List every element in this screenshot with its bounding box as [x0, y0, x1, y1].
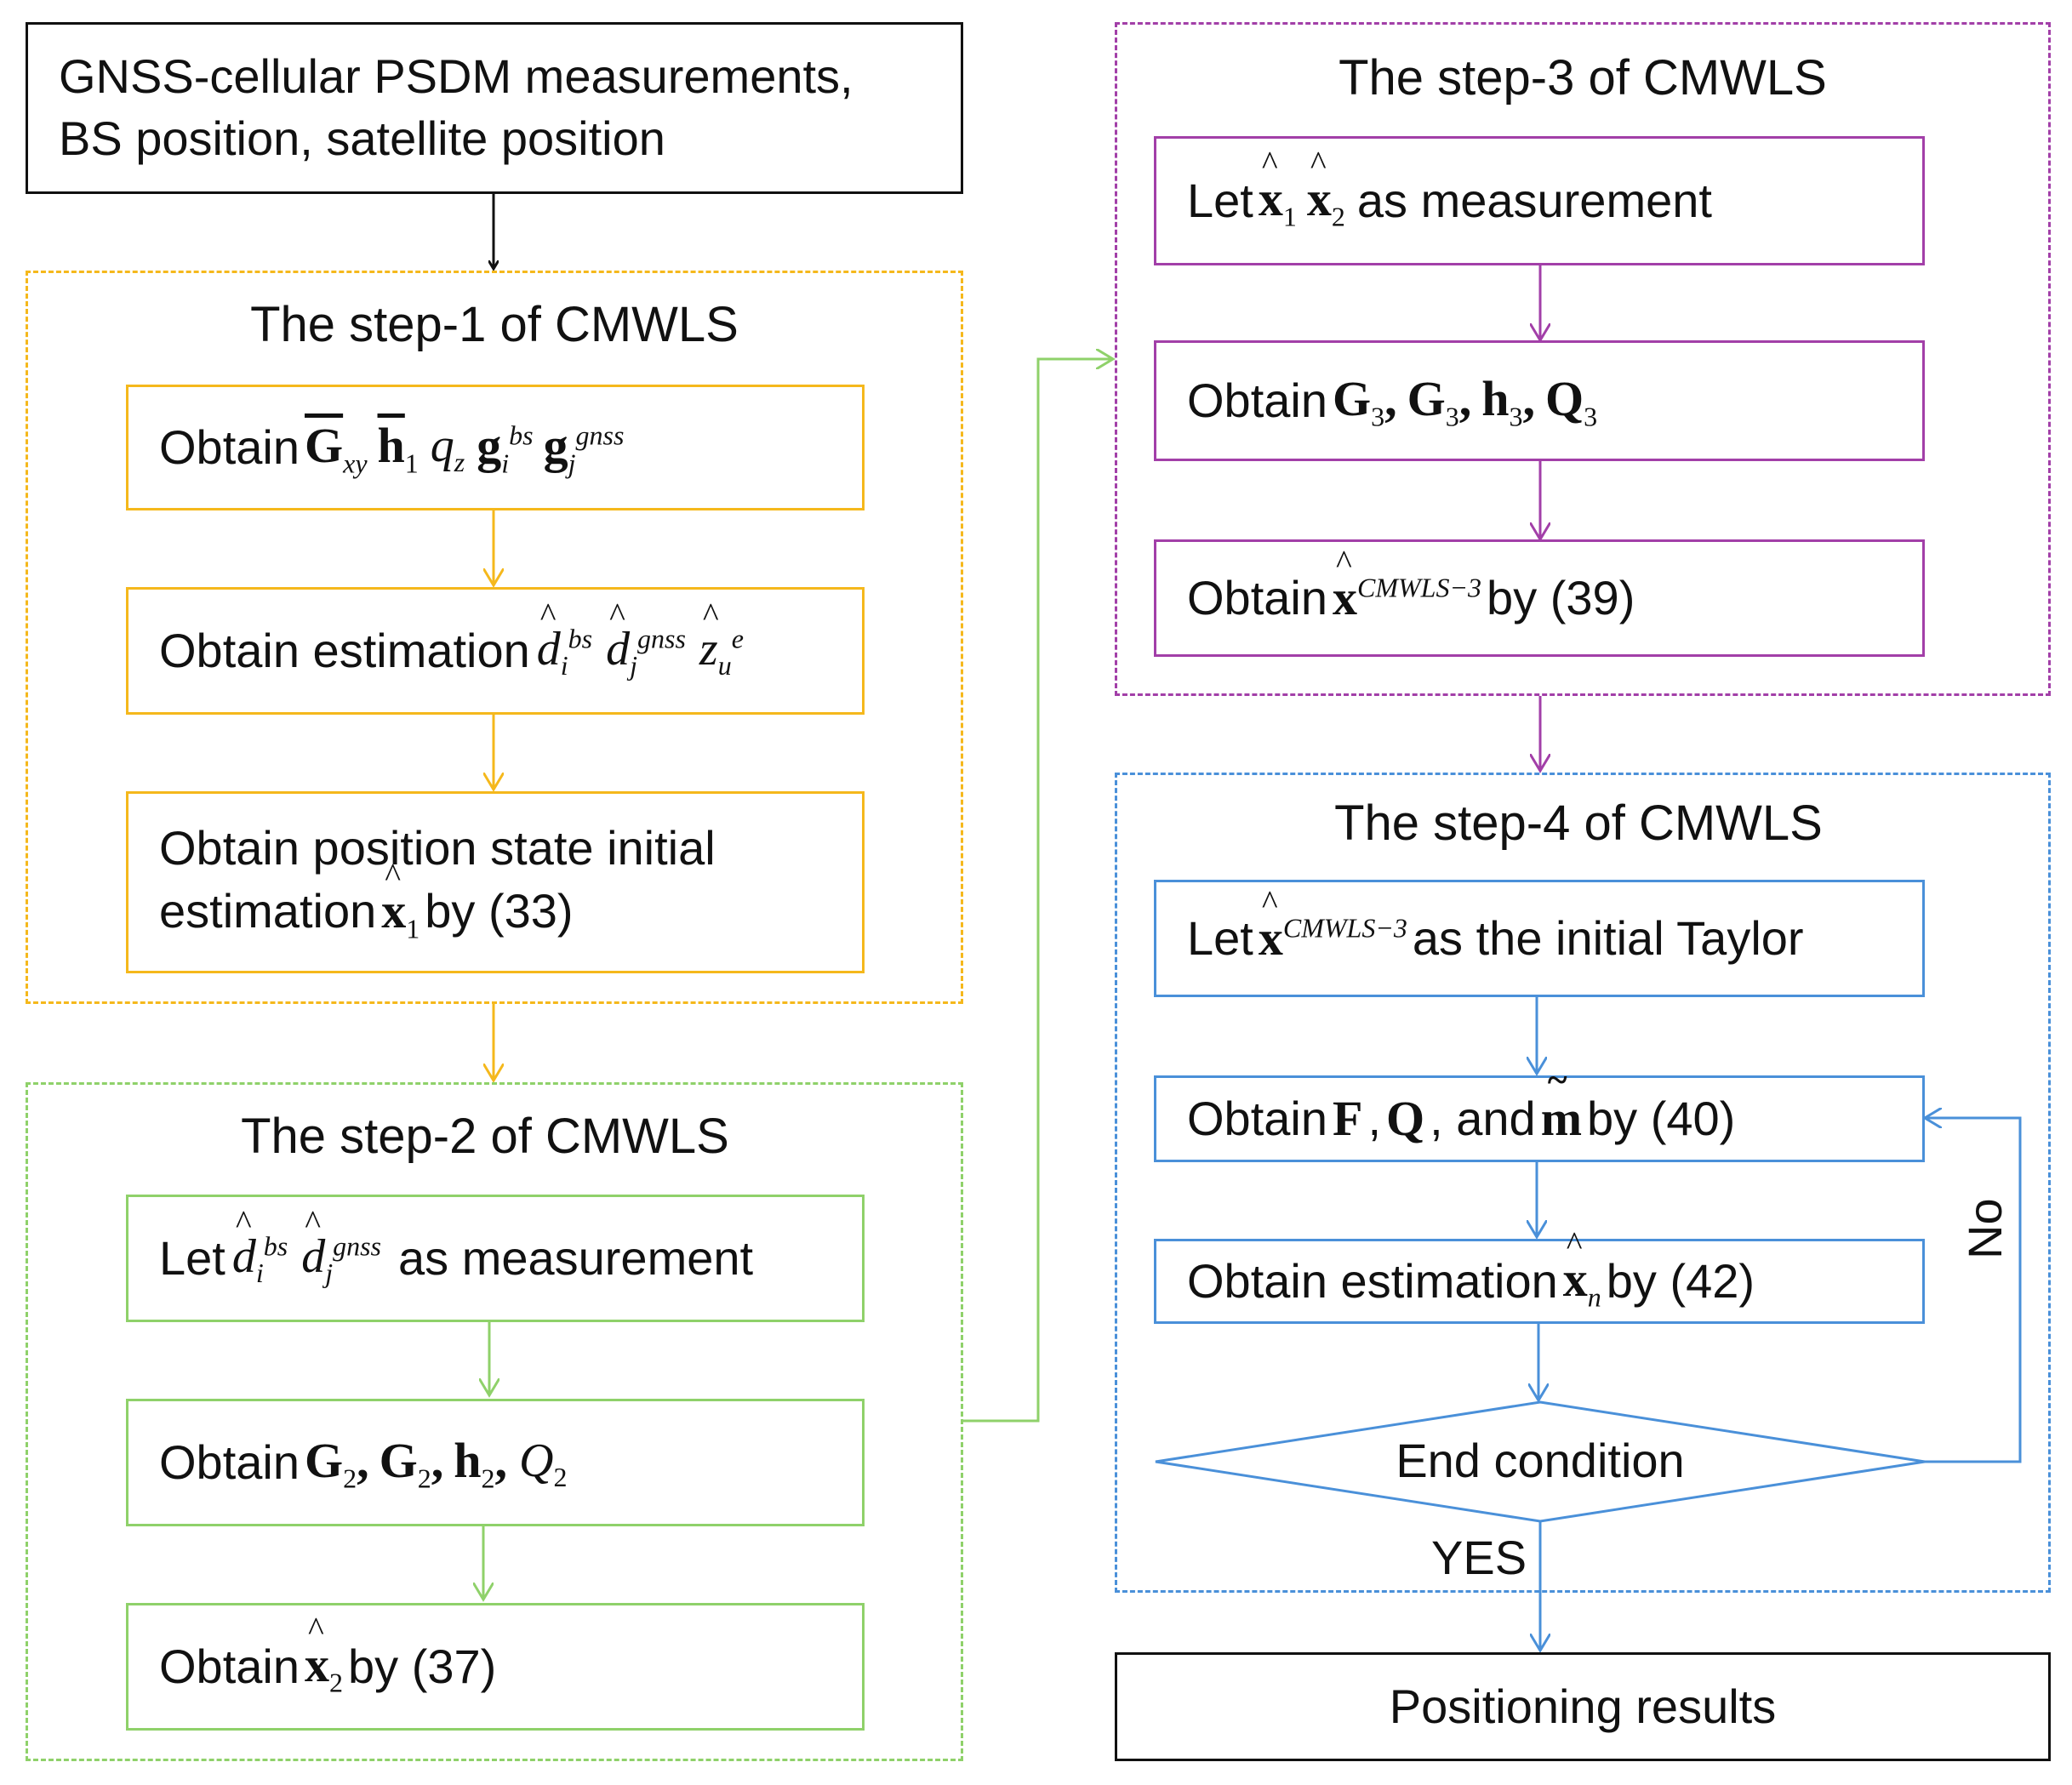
step1-box-3-line1: Obtain position state initial	[159, 820, 716, 875]
step1-box-1-label: Obtain	[159, 419, 300, 474]
step2-box-3: Obtain x2 by (37)	[126, 1603, 865, 1731]
input-line-1: GNSS-cellular PSDM measurements,	[59, 49, 853, 104]
step1-box-2-label: Obtain estimation	[159, 623, 530, 677]
step2-box-3-prefix: Obtain	[159, 1639, 300, 1693]
no-label: No	[1958, 1198, 2012, 1259]
g-bs-symbol: gibs	[477, 417, 534, 479]
step4-box-2: Obtain F, Q, and m by (40)	[1154, 1056, 1925, 1162]
step4-box-3-suffix: by (42)	[1606, 1253, 1755, 1308]
g3-symbol: G3,	[1333, 370, 1397, 432]
step4-box-2-mid1: ,	[1367, 1091, 1381, 1145]
step4-title: The step-4 of CMWLS	[1334, 796, 1823, 851]
d-bs-hat-symbol: dibs	[537, 593, 592, 684]
h1-symbol: h1	[377, 417, 419, 479]
qz-symbol: qz	[430, 419, 465, 477]
f-symbol: F	[1333, 1091, 1363, 1147]
step4-group	[1115, 773, 2051, 1593]
d-gnss-hat-symbol: djgnss	[606, 593, 686, 684]
g3-tilde-symbol: G3,	[1407, 370, 1472, 432]
g-xy-symbol: Gxy	[305, 417, 368, 479]
decision-label: End condition	[1396, 1434, 1685, 1487]
step1-box-3-line2-suffix: by (33)	[425, 884, 574, 938]
x2-hat-symbol: x2	[305, 1607, 343, 1701]
h3-symbol: h3,	[1481, 370, 1536, 432]
step3-box-1: Let x1 x2 as measurement	[1154, 136, 1925, 265]
xn-hat-symbol: xn	[1563, 1222, 1601, 1315]
h2-symbol: h2,	[454, 1432, 508, 1494]
input-line-2: BS position, satellite position	[59, 111, 665, 165]
q2-symbol: Q2	[519, 1434, 568, 1492]
step4-box-2-suffix: by (40)	[1587, 1091, 1736, 1145]
step2-box-2-prefix: Obtain	[159, 1434, 300, 1489]
yes-label: YES	[1431, 1531, 1527, 1584]
step3-box-1-suffix: as measurement	[1356, 173, 1712, 227]
step4-box-3-prefix: Obtain estimation	[1187, 1253, 1558, 1308]
step3-title: The step-3 of CMWLS	[1339, 50, 1827, 106]
arrow-no-loop	[1925, 1118, 2022, 1463]
step1-group	[26, 271, 963, 1004]
step4-box-1-suffix: as the initial Taylor	[1412, 910, 1804, 965]
input-box: GNSS-cellular PSDM measurements, BS posi…	[26, 22, 963, 194]
z-hat-symbol: zue	[699, 593, 744, 684]
step1-box-3-line2-prefix: estimation	[159, 884, 377, 938]
step3-box-2: Obtain G3, G3, h3, Q3	[1154, 340, 1925, 461]
x-cmwls3-symbol: xCMWLS−3	[1333, 540, 1481, 630]
step3-box-1-prefix: Let	[1187, 173, 1253, 227]
step1-title: The step-1 of CMWLS	[250, 297, 739, 352]
step3-box-3-prefix: Obtain	[1187, 570, 1327, 624]
step3-group	[1115, 22, 2051, 696]
step3-box-3: Obtain xCMWLS−3 by (39)	[1154, 539, 1925, 657]
step3-box-3-suffix: by (39)	[1487, 570, 1635, 624]
step1-box-3: Obtain position state initial estimation…	[126, 791, 865, 973]
step2-title: The step-2 of CMWLS	[241, 1109, 729, 1164]
x1-tilde-hat-symbol: x1	[1259, 141, 1297, 235]
step2-box-1-suffix: as measurement	[398, 1230, 754, 1285]
step2-box-1: Let dibs djgnss as measurement	[126, 1195, 865, 1322]
arrow-step2-to-step3	[962, 359, 1113, 1423]
m-tilde-symbol: m	[1541, 1056, 1582, 1150]
step3-box-2-prefix: Obtain	[1187, 373, 1327, 427]
step4-box-1-prefix: Let	[1187, 910, 1253, 965]
d-gnss-hat-symbol-2: djgnss	[301, 1200, 381, 1292]
g2-tilde-symbol: G2,	[379, 1432, 444, 1494]
step2-box-1-prefix: Let	[159, 1230, 225, 1285]
step4-box-1: Let xCMWLS−3 as the initial Taylor	[1154, 880, 1925, 997]
step2-box-3-suffix: by (37)	[348, 1639, 497, 1693]
step4-box-2-mid2: , and	[1430, 1091, 1536, 1145]
step1-box-1: Obtain Gxy h1 qz gibs gjgnss	[126, 385, 865, 510]
d-bs-hat-symbol-2: dibs	[232, 1200, 288, 1292]
output-box: Positioning results	[1115, 1652, 2051, 1761]
step1-box-3-line2: estimationx1by (33)	[159, 853, 574, 947]
step4-box-2-prefix: Obtain	[1187, 1091, 1327, 1145]
step2-box-2: Obtain G2, G2, h2, Q2	[126, 1399, 865, 1526]
g2-symbol: G2,	[305, 1432, 369, 1494]
q3-symbol: Q3	[1545, 370, 1598, 432]
x1-hat-symbol: x1	[381, 853, 420, 944]
step1-box-2: Obtain estimation dibs djgnss zue	[126, 587, 865, 715]
g-gnss-symbol: gjgnss	[543, 417, 625, 479]
step2-group	[26, 1082, 963, 1761]
q-symbol: Q	[1386, 1091, 1425, 1147]
x-cmwls3-symbol-2: xCMWLS−3	[1259, 881, 1407, 970]
output-label: Positioning results	[1389, 1679, 1777, 1733]
step4-box-3: Obtain estimation xn by (42)	[1154, 1222, 1925, 1324]
x2-tilde-hat-symbol: x2	[1307, 141, 1345, 235]
